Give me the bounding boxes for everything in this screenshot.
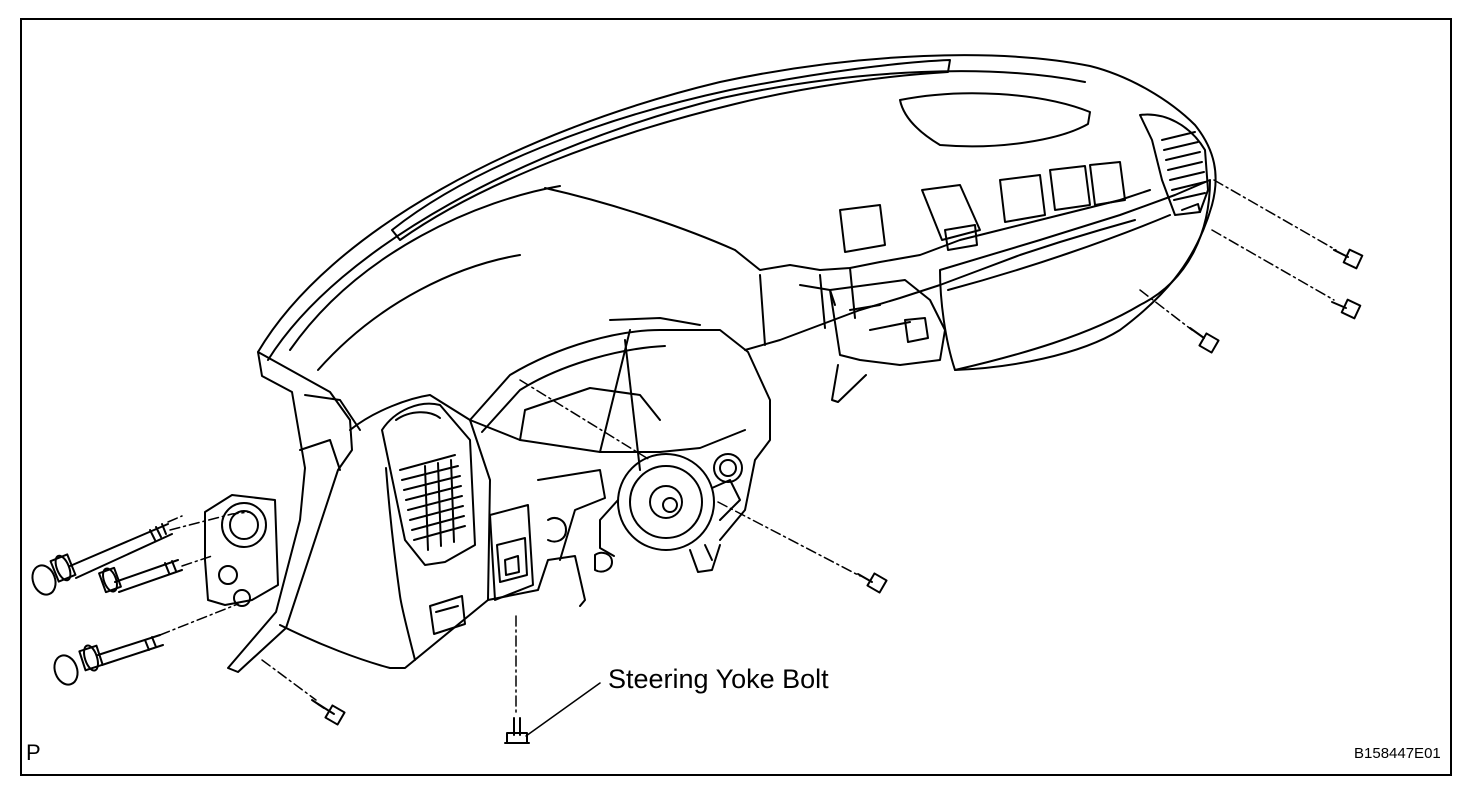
bolt-icon [1189, 327, 1220, 354]
washer-bolt-icon [78, 634, 164, 672]
alignment-lines [159, 179, 1337, 713]
figure-id: B158447E01 [1354, 745, 1441, 762]
callout-leader [525, 682, 601, 737]
bolt-icon [1331, 298, 1362, 320]
bolt-icon [504, 717, 530, 744]
bolt-icon [857, 572, 888, 594]
washer-bolt-icon [98, 559, 183, 594]
instrument-panel [227, 54, 1217, 673]
bolt-icon [1333, 248, 1364, 270]
cap-icon [53, 654, 79, 686]
corner-marker: P [26, 740, 41, 765]
bolt-icon [311, 699, 346, 726]
steering-yoke-bolt-label: Steering Yoke Bolt [608, 664, 829, 694]
cap-icon [31, 564, 57, 596]
left-side-bracket [204, 494, 279, 607]
figure-frame [20, 18, 1452, 776]
washer-bolt-icon [49, 523, 173, 583]
